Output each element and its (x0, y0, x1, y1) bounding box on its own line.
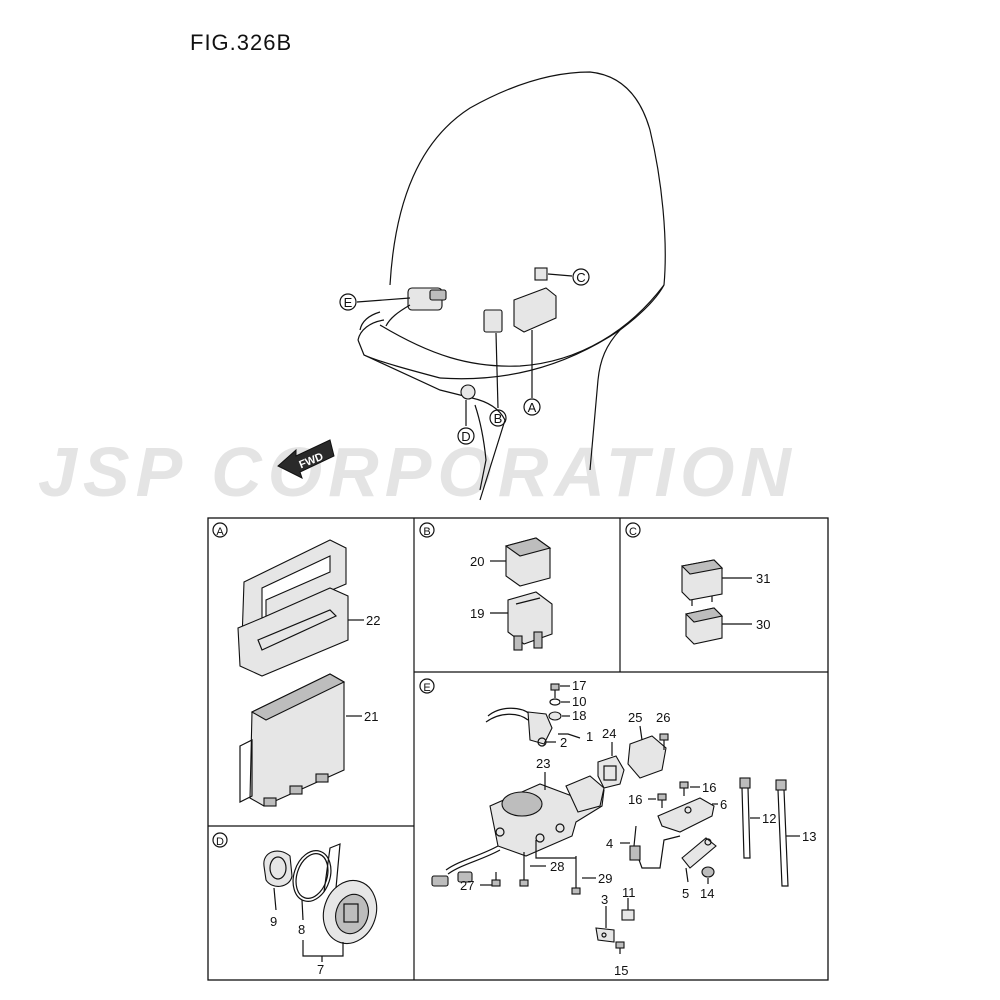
part-num-1: 1 (586, 729, 593, 744)
part-num-2: 2 (560, 735, 567, 750)
part-num-14: 14 (700, 886, 714, 901)
part-num-16-a: 16 (702, 780, 716, 795)
o-ring-part-8 (292, 850, 332, 902)
fwd-arrow-icon: FWD (277, 439, 335, 479)
bolt-part-17 (550, 683, 560, 698)
part-num-11: 11 (622, 885, 636, 900)
svg-text:D: D (461, 429, 470, 444)
cover-part-25 (627, 735, 667, 779)
plug-connector-icon (431, 871, 473, 887)
overview-connector-part (483, 309, 503, 333)
connector-cover-part-20 (504, 537, 552, 587)
harness-part-4 (629, 825, 681, 869)
part-num-29: 29 (598, 871, 612, 886)
part-num-21: 21 (364, 709, 378, 724)
part-num-30: 30 (756, 617, 770, 632)
panel-C-label: C (625, 522, 641, 538)
part-num-15: 15 (614, 963, 628, 978)
part-num-22: 22 (366, 613, 380, 628)
sensor-harness-part-1 (485, 707, 553, 747)
overview-harness-part (385, 287, 447, 327)
part-num-17: 17 (572, 678, 586, 693)
figure-title: FIG.326B (190, 30, 293, 55)
panels-frame (207, 517, 829, 981)
panel-B-label: B (419, 522, 435, 538)
motor-assembly-part-23 (445, 775, 605, 875)
part-num-10: 10 (572, 694, 586, 709)
cable-grommet-part-7 (322, 843, 378, 945)
part-num-31: 31 (756, 571, 770, 586)
bracket-part-6 (657, 797, 715, 833)
svg-text:E: E (423, 682, 430, 694)
bolt-part-26 (659, 733, 669, 750)
bolt-part-16-b (657, 793, 667, 808)
connector-part-19 (507, 591, 553, 651)
engine-cowl-outline (357, 71, 666, 501)
svg-text:A: A (528, 400, 537, 415)
ecu-bracket-part-22 (237, 539, 349, 677)
callout-B: B (489, 409, 507, 427)
part-num-7: 7 (317, 962, 324, 977)
clip-part-11 (621, 909, 635, 921)
part-num-13: 13 (802, 829, 816, 844)
part-num-27: 27 (460, 878, 474, 893)
svg-text:C: C (629, 526, 637, 538)
watermark-text: JSP CORPORATION (38, 433, 797, 511)
svg-text:C: C (576, 270, 585, 285)
cable-tie-part-13 (775, 779, 789, 887)
part-num-5: 5 (682, 886, 689, 901)
relay-part-30 (684, 607, 724, 645)
part-num-9: 9 (270, 914, 277, 929)
svg-text:D: D (216, 836, 224, 848)
boot-part-24 (597, 755, 625, 789)
bolt-part-27 (491, 872, 501, 887)
part-num-28: 28 (550, 859, 564, 874)
overview-relay-part (534, 267, 548, 281)
bolt-part-16-a (679, 781, 689, 796)
overview-grommet-part (460, 384, 476, 400)
svg-text:B: B (494, 411, 503, 426)
screw-part-15 (615, 941, 625, 954)
part-num-25: 25 (628, 710, 642, 725)
nut-part-14 (701, 866, 715, 878)
ecu-module-part-21 (239, 673, 346, 807)
panel-E-label: E (419, 678, 435, 694)
part-num-3: 3 (601, 892, 608, 907)
bolt-part-29 (571, 856, 581, 895)
part-num-18: 18 (572, 708, 586, 723)
part-num-19: 19 (470, 606, 484, 621)
part-num-20: 20 (470, 554, 484, 569)
part-num-23: 23 (536, 756, 550, 771)
washer-part-10 (549, 698, 561, 706)
part-num-8: 8 (298, 922, 305, 937)
cable-tie-part-12 (739, 777, 751, 859)
svg-text:B: B (423, 526, 430, 538)
part-num-26: 26 (656, 710, 670, 725)
grommet-part-9 (263, 850, 293, 887)
clamp-part-5 (681, 837, 717, 869)
collar-part-18 (548, 711, 562, 721)
callout-D: D (457, 427, 475, 445)
svg-text:A: A (216, 526, 224, 538)
overview-ecu-part (513, 287, 557, 333)
panel-D-label: D (212, 832, 228, 848)
relay-part-31 (680, 559, 724, 606)
part-num-6: 6 (720, 797, 727, 812)
part-num-4: 4 (606, 836, 613, 851)
panel-A-label: A (212, 522, 228, 538)
part-num-12: 12 (762, 811, 776, 826)
part-num-16-b: 16 (628, 792, 642, 807)
plate-part-3 (595, 927, 615, 943)
callout-C: C (572, 268, 590, 286)
callout-E: E (339, 293, 357, 311)
svg-text:E: E (344, 295, 353, 310)
part-num-24: 24 (602, 726, 616, 741)
bolt-part-28 (519, 852, 529, 887)
callout-A: A (523, 398, 541, 416)
